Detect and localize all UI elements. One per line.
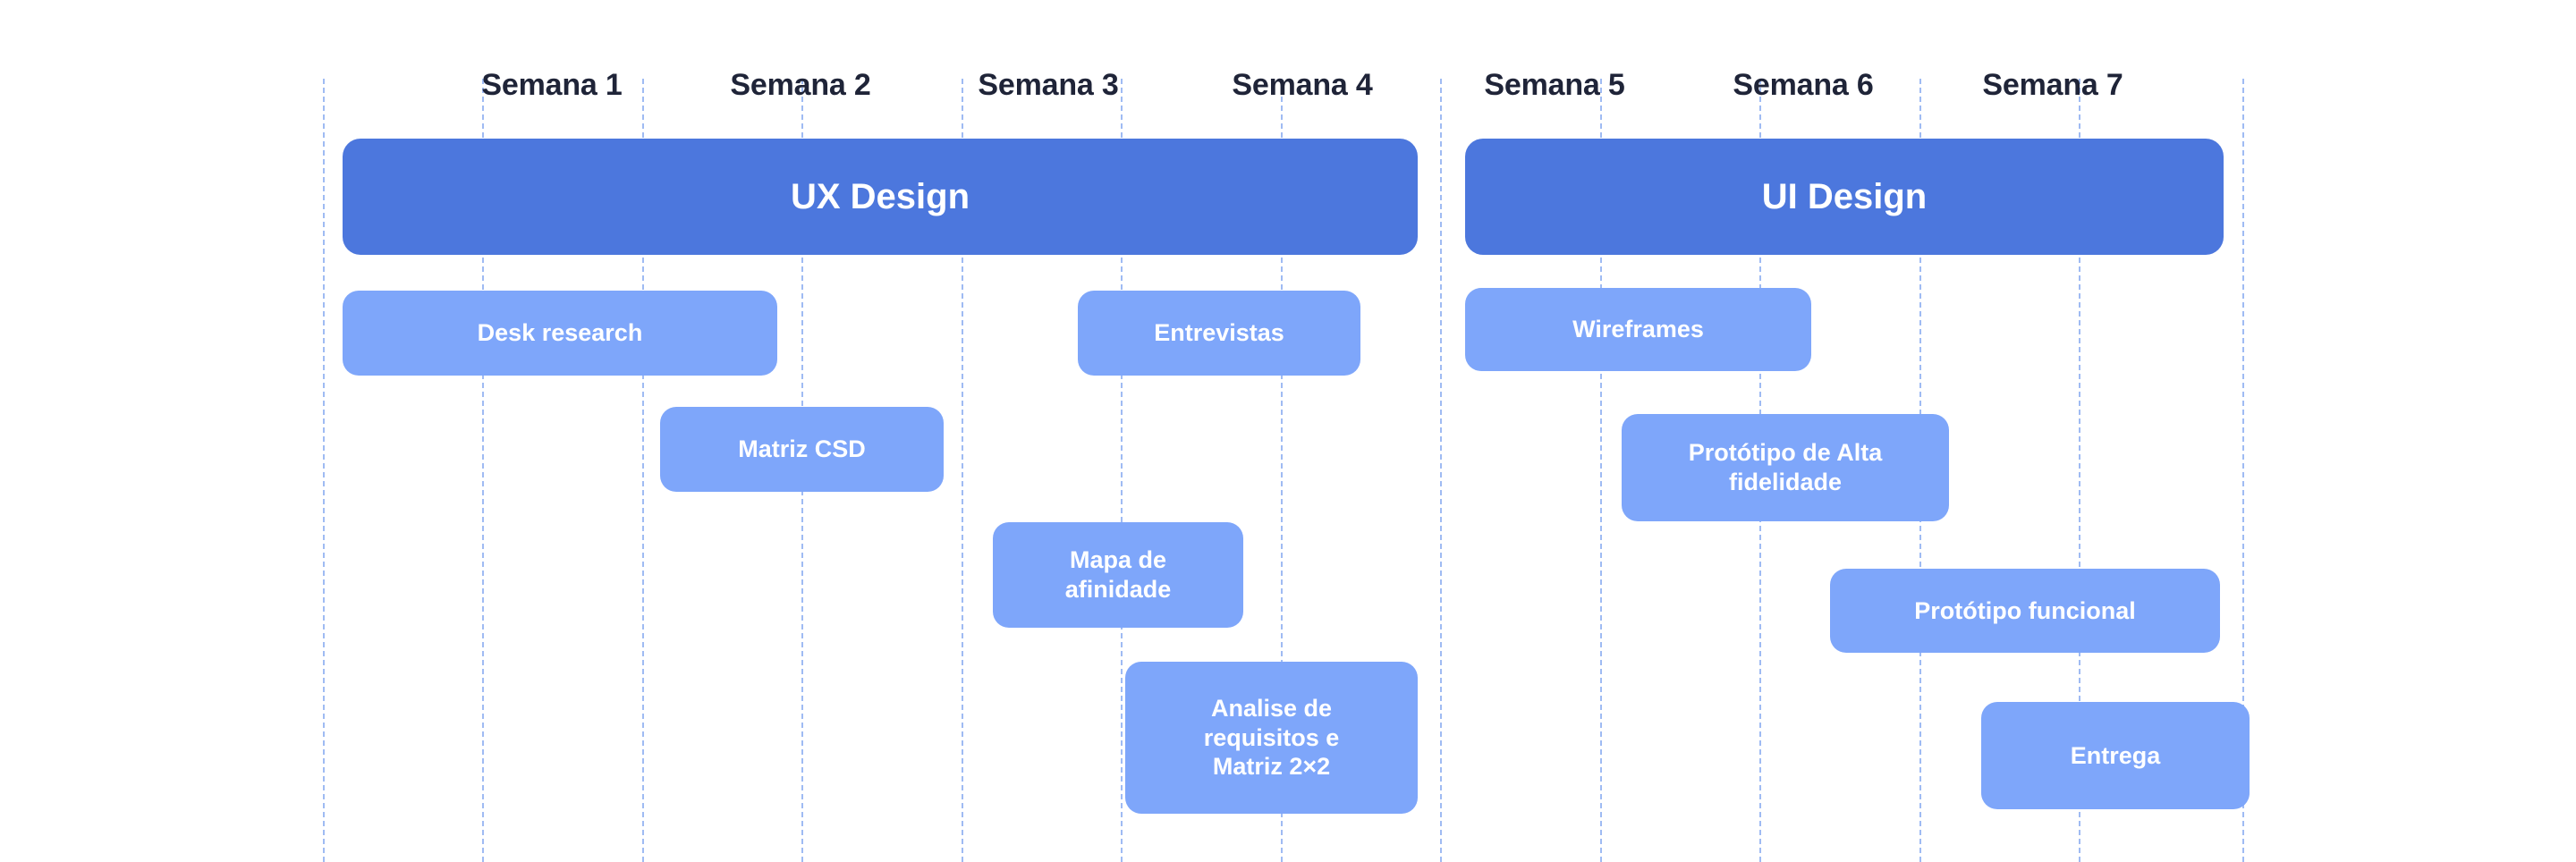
- gridline-8: [1600, 79, 1602, 862]
- week-label-4: Semana 4: [1232, 68, 1373, 102]
- week-label-2: Semana 2: [730, 68, 871, 102]
- phase-bar-ux-design[interactable]: UX Design: [343, 139, 1418, 255]
- task-bar-prot-tipo-de-alta-fidelidade[interactable]: Protótipo de Alta fidelidade: [1622, 414, 1949, 521]
- week-label-5: Semana 5: [1484, 68, 1625, 102]
- task-bar-prot-tipo-funcional[interactable]: Protótipo funcional: [1830, 569, 2220, 653]
- week-label-6: Semana 6: [1733, 68, 1874, 102]
- gridline-11: [2079, 79, 2080, 862]
- phase-bar-ui-design[interactable]: UI Design: [1465, 139, 2224, 255]
- task-bar-wireframes[interactable]: Wireframes: [1465, 288, 1811, 371]
- task-bar-entrega[interactable]: Entrega: [1981, 702, 2250, 809]
- gridline-1: [482, 79, 484, 862]
- task-bar-entrevistas[interactable]: Entrevistas: [1078, 291, 1360, 376]
- gridline-0: [323, 79, 325, 862]
- gridline-4: [962, 79, 963, 862]
- gridline-2: [642, 79, 644, 862]
- gridline-5: [1121, 79, 1123, 862]
- gridline-12: [2242, 79, 2244, 862]
- gridline-7: [1440, 79, 1442, 862]
- task-bar-analise-de-requisitos-e-matriz-2-2[interactable]: Analise de requisitos e Matriz 2×2: [1125, 662, 1418, 814]
- task-bar-matriz-csd[interactable]: Matriz CSD: [660, 407, 944, 492]
- task-bar-desk-research[interactable]: Desk research: [343, 291, 777, 376]
- week-label-1: Semana 1: [481, 68, 623, 102]
- week-label-3: Semana 3: [978, 68, 1119, 102]
- gridline-6: [1281, 79, 1283, 862]
- task-bar-mapa-de-afinidade[interactable]: Mapa de afinidade: [993, 522, 1243, 628]
- week-label-7: Semana 7: [1982, 68, 2123, 102]
